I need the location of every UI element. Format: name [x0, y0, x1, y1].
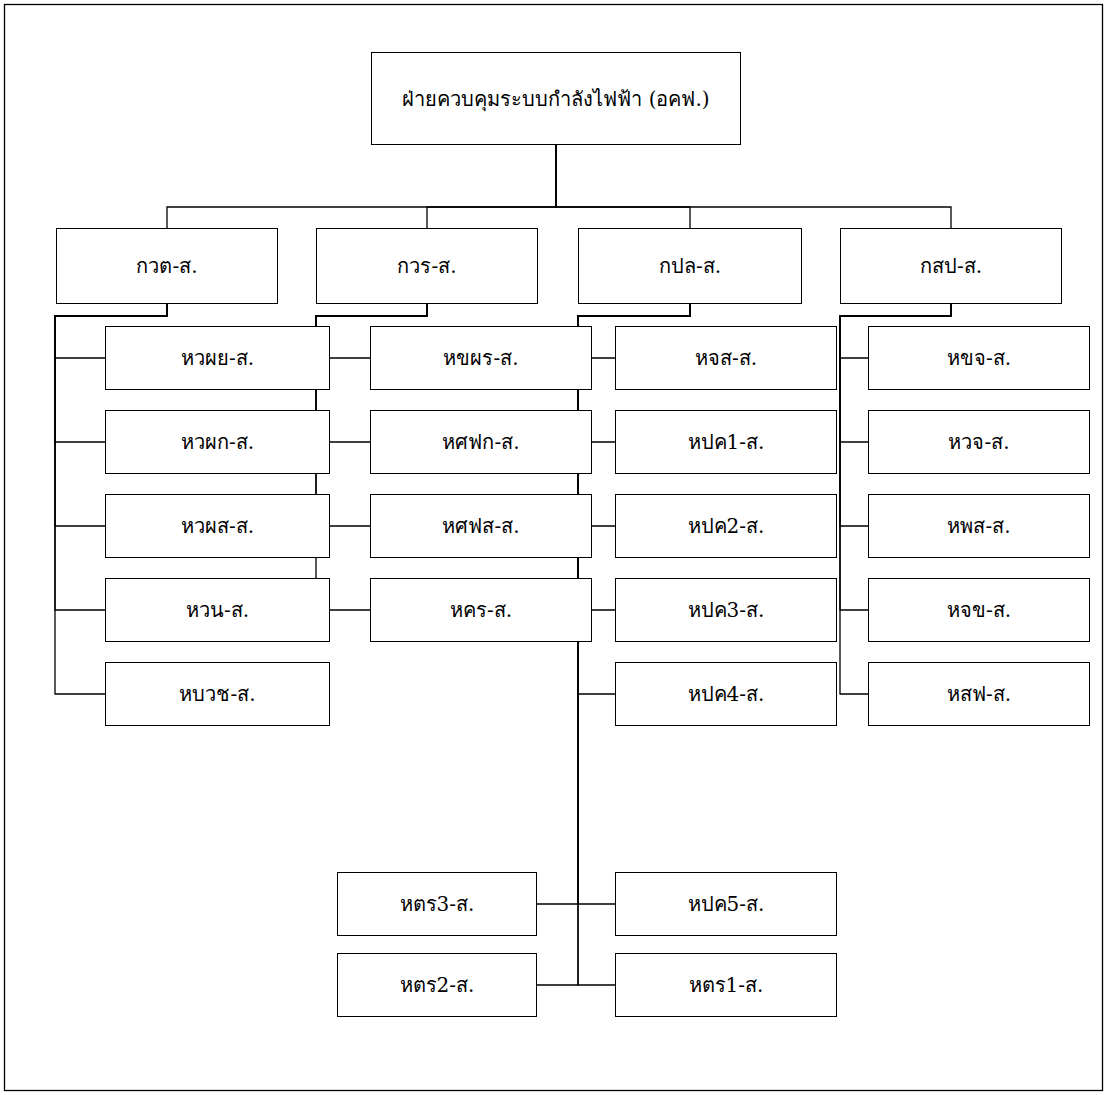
- unit-name: หสฟ-ส.: [947, 678, 1011, 710]
- unit-name: หวน-ส.: [186, 594, 249, 626]
- section-box: หตร1-ส.: [615, 953, 837, 1017]
- section-box: หวน-ส.: [105, 578, 330, 642]
- unit-name: หจส-ส.: [695, 342, 757, 374]
- division-box: กวร-ส.: [316, 228, 538, 304]
- unit-name: หศฟส-ส.: [442, 510, 519, 542]
- section-box: หจส-ส.: [615, 326, 837, 390]
- section-box: หวผก-ส.: [105, 410, 330, 474]
- section-box: หสฟ-ส.: [868, 662, 1090, 726]
- unit-name: หปค3-ส.: [688, 594, 765, 626]
- section-box: หจข-ส.: [868, 578, 1090, 642]
- unit-name: หจข-ส.: [947, 594, 1011, 626]
- unit-name: หคร-ส.: [450, 594, 512, 626]
- org-connector: [556, 145, 690, 228]
- section-box: หขจ-ส.: [868, 326, 1090, 390]
- unit-name: หตร1-ส.: [689, 969, 764, 1001]
- org-connector: [427, 145, 556, 228]
- unit-name: หพส-ส.: [947, 510, 1010, 542]
- unit-name: หปค5-ส.: [688, 888, 765, 920]
- section-box: หขผร-ส.: [370, 326, 592, 390]
- section-box: หศฟก-ส.: [370, 410, 592, 474]
- unit-name: หวผย-ส.: [181, 342, 254, 374]
- section-box: หวจ-ส.: [868, 410, 1090, 474]
- division-box: กสป-ส.: [840, 228, 1062, 304]
- section-box: หวผส-ส.: [105, 494, 330, 558]
- division-box: กปล-ส.: [578, 228, 802, 304]
- unit-name: กสป-ส.: [920, 250, 982, 282]
- unit-name: หปค1-ส.: [688, 426, 765, 458]
- section-box: หปค5-ส.: [615, 872, 837, 936]
- unit-name: กวร-ส.: [397, 250, 456, 282]
- unit-name: หศฟก-ส.: [442, 426, 519, 458]
- section-box: หพส-ส.: [868, 494, 1090, 558]
- root-box: ฝ่ายควบคุมระบบกำลังไฟฟ้า (อคฟ.): [371, 52, 741, 145]
- section-box: หปค1-ส.: [615, 410, 837, 474]
- section-box: หคร-ส.: [370, 578, 592, 642]
- section-box: หบวช-ส.: [105, 662, 330, 726]
- unit-name: หปค4-ส.: [688, 678, 765, 710]
- unit-name: ฝ่ายควบคุมระบบกำลังไฟฟ้า (อคฟ.): [402, 83, 709, 115]
- unit-name: หวจ-ส.: [948, 426, 1009, 458]
- section-box: หปค2-ส.: [615, 494, 837, 558]
- unit-name: หวผส-ส.: [181, 510, 254, 542]
- unit-name: หปค2-ส.: [688, 510, 765, 542]
- unit-name: หขจ-ส.: [947, 342, 1011, 374]
- section-box: หปค3-ส.: [615, 578, 837, 642]
- unit-name: กวต-ส.: [136, 250, 197, 282]
- section-box: หปค4-ส.: [615, 662, 837, 726]
- outer-border: [5, 5, 1103, 1091]
- section-box: หตร3-ส.: [337, 872, 537, 936]
- unit-name: หบวช-ส.: [179, 678, 255, 710]
- unit-name: หวผก-ส.: [181, 426, 254, 458]
- unit-name: หตร2-ส.: [400, 969, 475, 1001]
- org-connector: [167, 145, 556, 228]
- unit-name: กปล-ส.: [659, 250, 721, 282]
- unit-name: หขผร-ส.: [443, 342, 518, 374]
- section-box: หวผย-ส.: [105, 326, 330, 390]
- division-box: กวต-ส.: [56, 228, 278, 304]
- section-box: หศฟส-ส.: [370, 494, 592, 558]
- org-connector: [556, 145, 951, 228]
- unit-name: หตร3-ส.: [400, 888, 475, 920]
- section-box: หตร2-ส.: [337, 953, 537, 1017]
